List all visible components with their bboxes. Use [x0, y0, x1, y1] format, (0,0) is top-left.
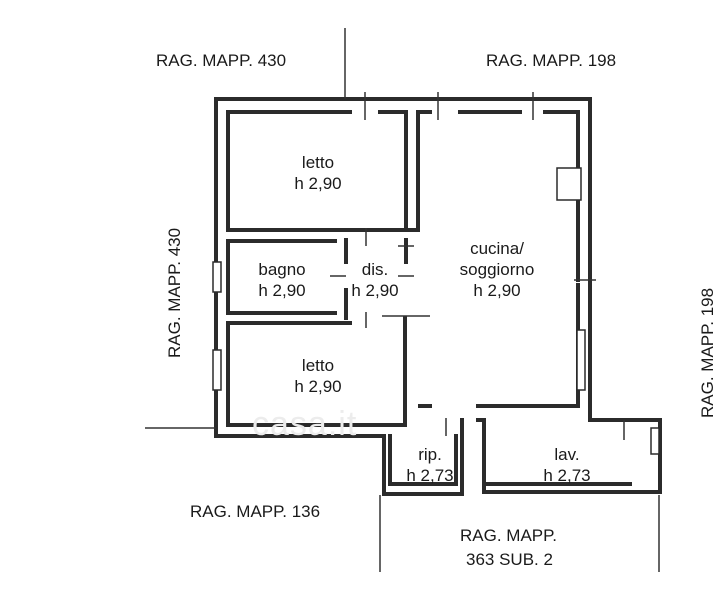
window-left-bagno	[212, 261, 222, 293]
neighbor-label-right: RAG. MAPP. 198	[698, 287, 717, 418]
room-rip: rip. h 2,73	[392, 444, 468, 486]
room-cucina-soggiorno: cucina/ soggiorno h 2,90	[450, 238, 544, 301]
room-name: rip.	[418, 445, 442, 464]
room-name: letto	[301, 153, 335, 172]
room-height: h 2,90	[473, 281, 521, 300]
neighbor-label-bottom-right-2: 363 SUB. 2	[466, 550, 553, 569]
room-lav: lav. h 2,73	[520, 444, 614, 486]
dis-walls	[344, 238, 408, 320]
flue-box	[556, 167, 582, 201]
neighbor-label-left: RAG. MAPP. 430	[165, 227, 184, 358]
neighbor-label-top-left: RAG. MAPP. 430	[156, 51, 287, 70]
window-lav	[650, 427, 660, 455]
room-name: lav.	[554, 445, 580, 464]
room-name: letto	[301, 356, 335, 375]
room-lav-walls	[482, 430, 632, 486]
room-letto-bottom-walls	[226, 316, 407, 427]
room-name-line1: cucina/	[470, 239, 524, 258]
neighbor-label-bottom-right-1: RAG. MAPP.	[460, 526, 557, 545]
watermark: casa.it	[252, 405, 358, 443]
room-bagno: bagno h 2,90	[244, 259, 320, 301]
neighbor-label-top-right: RAG. MAPP. 198	[486, 51, 617, 70]
room-letto-bottom: letto h 2,90	[280, 355, 356, 397]
room-rip-walls	[388, 434, 458, 486]
room-name: dis.	[361, 260, 389, 279]
room-name-line2: soggiorno	[459, 260, 535, 279]
room-height: h 2,90	[294, 377, 342, 396]
window-right-cucina	[576, 329, 586, 391]
room-height: h 2,73	[543, 466, 591, 485]
room-height: h 2,90	[351, 281, 399, 300]
room-height: h 2,73	[406, 466, 454, 485]
room-dis: dis. h 2,90	[340, 259, 410, 301]
room-height: h 2,90	[258, 281, 306, 300]
room-cucina-walls	[416, 110, 580, 408]
room-name: bagno	[258, 260, 306, 279]
room-letto-top: letto h 2,90	[280, 152, 356, 194]
neighbor-label-bottom-left: RAG. MAPP. 136	[190, 502, 321, 521]
partition	[404, 110, 420, 232]
room-height: h 2,90	[294, 174, 342, 193]
room-bagno-walls	[226, 239, 337, 315]
window-left-letto	[212, 349, 222, 391]
room-letto-top-walls	[226, 110, 408, 232]
